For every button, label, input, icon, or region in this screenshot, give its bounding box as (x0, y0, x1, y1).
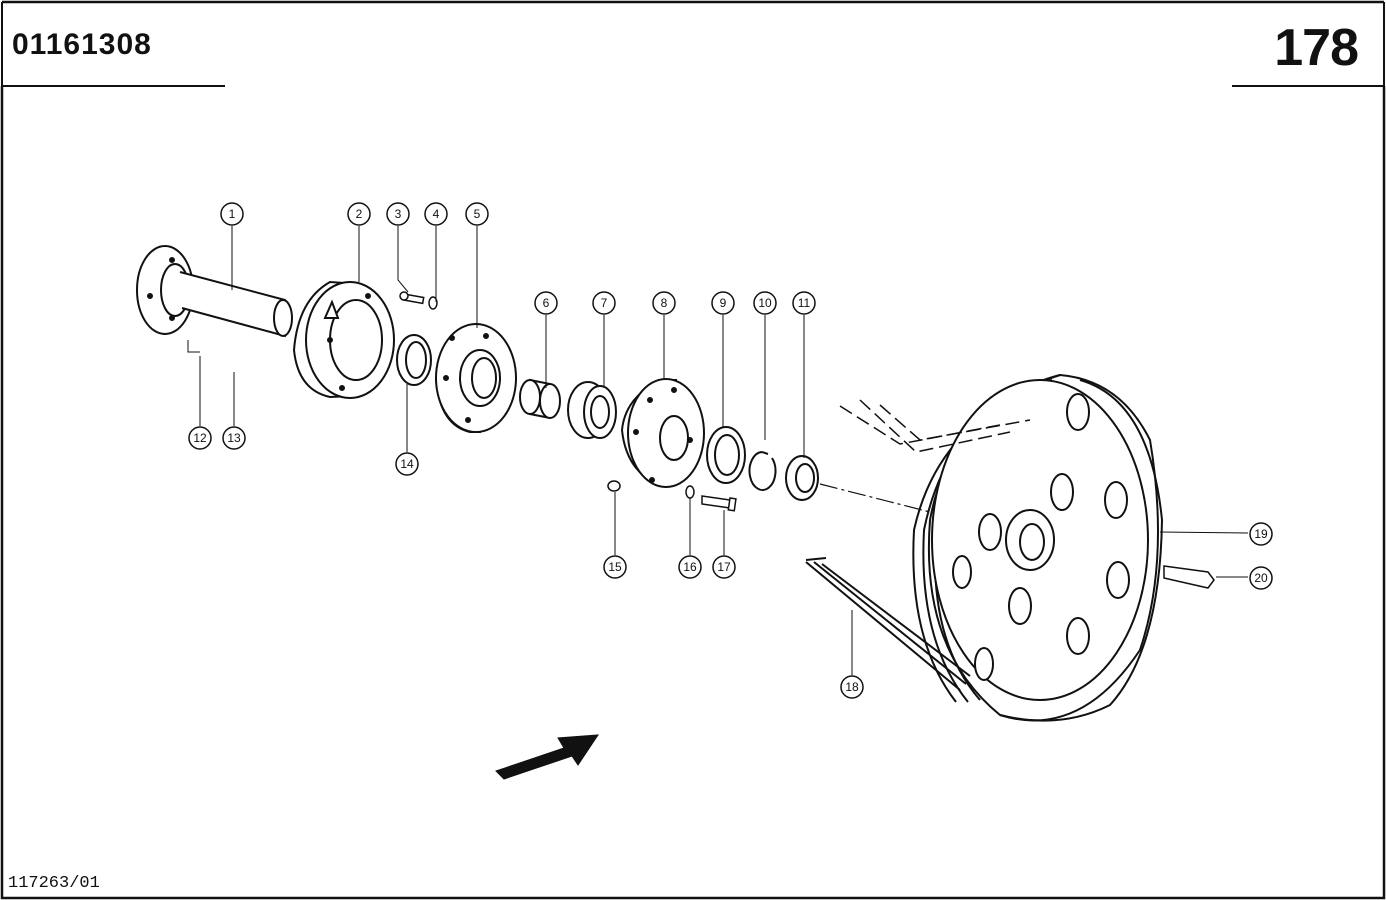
callout-label: 16 (683, 560, 697, 574)
frame-top-left (1, 2, 225, 87)
callout-label: 6 (543, 296, 550, 310)
callout-label: 10 (758, 296, 772, 310)
part-18-v-belt (805, 557, 971, 691)
callout-label: 4 (433, 207, 440, 221)
page-number: 178 (1274, 19, 1359, 77)
part-3-screw (399, 291, 425, 305)
part-19-pulley (912, 373, 1164, 722)
part-4-washer (428, 296, 438, 310)
callout-label: 12 (193, 431, 207, 445)
callout-circle: 4 (424, 202, 448, 226)
callout-circle: 3 (386, 202, 410, 226)
part-20-key (1163, 565, 1215, 589)
part-5-bearing-housing (434, 323, 517, 433)
callout-circle: 7 (592, 291, 616, 315)
callout-circle: 14 (395, 452, 419, 476)
callout-circle: 19 (1249, 522, 1273, 546)
callout-label: 15 (608, 560, 622, 574)
part-15-nut (607, 480, 621, 492)
centerline (819, 483, 931, 513)
callout-label: 5 (474, 207, 481, 221)
callout-circle: 16 (678, 555, 702, 579)
callout-circle: 6 (534, 291, 558, 315)
callout-circle: 5 (465, 202, 489, 226)
callout-label: 20 (1254, 571, 1268, 585)
leader-lines (187, 226, 1249, 675)
document-number: 01161308 (12, 28, 152, 61)
callout-label: 9 (720, 296, 727, 310)
callout-circle: 9 (711, 291, 735, 315)
callout-label: 1 (229, 207, 236, 221)
callout-label: 18 (845, 680, 859, 694)
callout-label: 11 (798, 296, 811, 310)
callout-label: 17 (717, 560, 731, 574)
direction-arrow (495, 734, 599, 780)
callout-label: 19 (1254, 527, 1268, 541)
machine-outline-dashed (839, 399, 1031, 453)
callout-circle: 12 (188, 426, 212, 450)
callout-label: 8 (661, 296, 668, 310)
callout-label: 13 (227, 431, 241, 445)
part-6-sleeve (519, 378, 561, 420)
part-7-bearing (567, 381, 617, 439)
callout-circle: 18 (840, 675, 864, 699)
callout-circle: 8 (652, 291, 676, 315)
callout-label: 2 (356, 207, 363, 221)
callout-label: 3 (395, 207, 402, 221)
callout-circle: 15 (603, 555, 627, 579)
callout-label: 14 (400, 457, 414, 471)
part-2-hub (292, 280, 395, 399)
callout-circle: 10 (753, 291, 777, 315)
part-8-flange-cover (620, 378, 705, 488)
part-10-circlip (748, 451, 777, 491)
callout-circle: 17 (712, 555, 736, 579)
part-17-bolt (701, 495, 737, 512)
part-14-seal (396, 334, 432, 386)
callout-circle: 2 (347, 202, 371, 226)
drawing-reference: 117263/01 (8, 874, 100, 893)
part-9-seal-ring (706, 426, 746, 484)
callout-circle: 1 (220, 202, 244, 226)
callout-circle: 11 (792, 291, 816, 315)
part-11-locknut (785, 455, 819, 501)
part-16-washer (685, 485, 695, 499)
frame-top-right (1232, 2, 1385, 87)
callout-circle: 20 (1249, 566, 1273, 590)
part-1-shaft (136, 245, 293, 338)
callout-label: 7 (601, 296, 608, 310)
callout-circle: 13 (222, 426, 246, 450)
